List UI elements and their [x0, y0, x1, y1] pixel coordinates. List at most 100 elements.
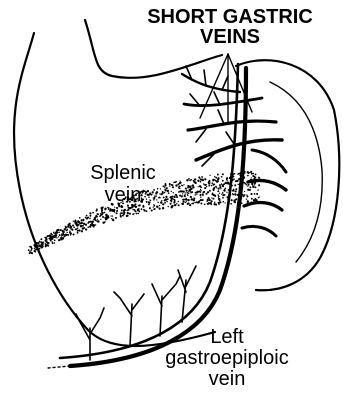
stipple-dot	[41, 244, 42, 245]
stipple-dot	[220, 188, 221, 189]
stipple-dot	[120, 212, 122, 214]
stipple-dot	[34, 248, 36, 250]
stipple-dot	[72, 233, 74, 235]
spleen-inner-edge	[270, 82, 322, 262]
stipple-dot	[69, 227, 71, 229]
stipple-dot	[200, 186, 202, 188]
stipple-dot	[243, 195, 245, 197]
stipple-dot	[54, 239, 56, 241]
stipple-dot	[184, 195, 186, 197]
stipple-dot	[97, 219, 98, 220]
stipple-dot	[100, 213, 101, 214]
stipple-dot	[45, 243, 46, 244]
stipple-dot	[186, 201, 187, 202]
stipple-dot	[60, 237, 62, 239]
stipple-dot	[186, 192, 188, 194]
stipple-dot	[60, 229, 62, 231]
stipple-dot	[188, 203, 190, 205]
stipple-dot	[185, 187, 187, 189]
stipple-dot	[221, 194, 222, 195]
stipple-dot	[136, 213, 138, 215]
stipple-dot	[39, 245, 41, 247]
stipple-dot	[234, 184, 236, 186]
stipple-dot	[58, 236, 59, 237]
stipple-dot	[104, 207, 106, 209]
stipple-dot	[113, 209, 115, 211]
stipple-dot	[123, 210, 125, 212]
stipple-dot	[46, 244, 48, 246]
stipple-dot	[189, 204, 191, 206]
stipple-dot	[41, 246, 42, 247]
stipple-dot	[102, 222, 104, 224]
stipple-dot	[65, 226, 67, 228]
splenic-line-1: Splenic	[63, 162, 183, 184]
stipple-dot	[200, 178, 202, 180]
stipple-dot	[235, 194, 237, 196]
stipple-dot	[200, 181, 202, 183]
stipple-dot	[224, 188, 226, 190]
stipple-dot	[211, 182, 213, 184]
stipple-dot	[254, 184, 255, 185]
stipple-dot	[222, 197, 224, 199]
stipple-dot	[194, 178, 196, 180]
stipple-dot	[214, 176, 216, 178]
stipple-dot	[235, 188, 237, 190]
stipple-dot	[112, 215, 113, 216]
stipple-dot	[78, 222, 80, 224]
splenic-line-2: vein	[63, 184, 183, 206]
stipple-dot	[252, 173, 254, 175]
stipple-dot	[198, 176, 200, 178]
stipple-dot	[56, 237, 57, 238]
stipple-dot	[219, 184, 221, 186]
stipple-dot	[79, 217, 81, 219]
stipple-dot	[30, 249, 32, 251]
stipple-dot	[218, 203, 220, 205]
stipple-dot	[159, 208, 161, 210]
stipple-dot	[92, 212, 94, 214]
stipple-dot	[203, 183, 205, 185]
stipple-dot	[40, 241, 42, 243]
stipple-dot	[213, 189, 215, 191]
stipple-dot	[128, 207, 130, 209]
stipple-dot	[202, 178, 204, 180]
stipple-dot	[55, 234, 57, 236]
stipple-dot	[202, 199, 204, 201]
stipple-dot	[58, 239, 60, 241]
stipple-dot	[215, 204, 217, 206]
stipple-dot	[258, 177, 260, 179]
stipple-dot	[30, 246, 32, 248]
stipple-dot	[190, 196, 192, 198]
stipple-dot	[46, 235, 48, 237]
stipple-dot	[209, 175, 210, 176]
stipple-dot	[105, 218, 107, 220]
stipple-dot	[207, 199, 209, 201]
stipple-dot	[138, 210, 139, 211]
stipple-dot	[190, 192, 192, 194]
stipple-dot	[253, 178, 255, 180]
stipple-dot	[186, 190, 188, 192]
stipple-dot	[248, 184, 250, 186]
stipple-dot	[40, 238, 42, 240]
stipple-dot	[255, 173, 257, 175]
stipple-dot	[91, 222, 93, 224]
stipple-dot	[214, 179, 216, 181]
stipple-dot	[187, 194, 188, 195]
stipple-dot	[93, 219, 95, 221]
stipple-dot	[80, 226, 81, 227]
stipple-dot	[87, 226, 89, 228]
stipple-dot	[235, 190, 237, 192]
stipple-dot	[106, 216, 108, 218]
stipple-dot	[211, 185, 212, 186]
stipple-dot	[36, 242, 38, 244]
stipple-dot	[218, 196, 220, 198]
stipple-dot	[38, 243, 40, 245]
stipple-dot	[204, 178, 206, 180]
stipple-dot	[222, 192, 224, 194]
stipple-dot	[55, 237, 56, 238]
stipple-dot	[200, 191, 201, 192]
stipple-dot	[100, 219, 101, 220]
stipple-dot	[207, 197, 209, 199]
stipple-dot	[76, 225, 78, 227]
stipple-dot	[127, 212, 129, 214]
stipple-dot	[115, 217, 117, 219]
